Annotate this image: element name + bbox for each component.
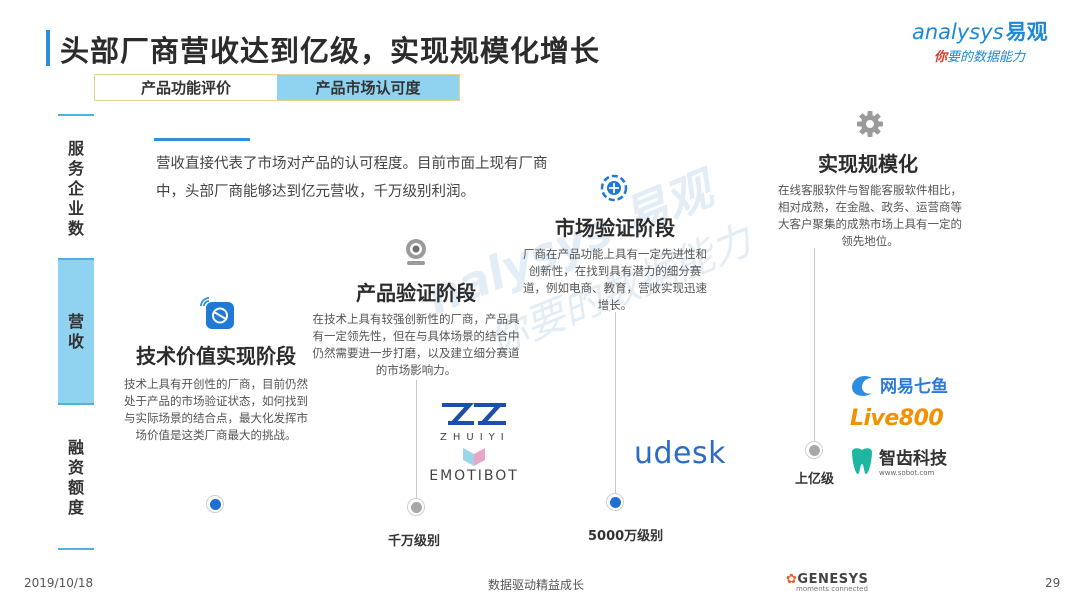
sidebar-divider [58, 114, 94, 116]
gear-icon [856, 110, 884, 142]
intro-text: 营收直接代表了市场对产品的认可程度。目前市面上现有厂商中，头部厂商能够达到亿元营… [156, 156, 548, 200]
sidebar-item-revenue[interactable]: 营 收 [58, 260, 94, 403]
stage-1-desc: 技术上具有开创性的厂商，目前仍然处于产品的市场验证状态，如何找到与实际场景的结合… [124, 377, 308, 442]
logo-slogan-2: 要的数据能力 [947, 50, 1026, 65]
zhuiyi-text: ZHUIYI [440, 432, 510, 443]
stage-2-desc: 在技术上具有较强创新性的厂商，产品具有一定领先性，但在与具体场景的结合中仍然需要… [312, 312, 520, 377]
genesys-text: GENESYS [797, 572, 869, 587]
zhuiyi-logo: ZHUIYI [440, 402, 510, 443]
zhichi-text: 智齿科技 [879, 449, 947, 469]
logo-slogan-1: 你 [934, 50, 948, 65]
stage-1-dot [206, 495, 224, 513]
sidebar-divider [58, 258, 94, 260]
page-title: 头部厂商营收达到亿级，实现规模化增长 [60, 34, 601, 68]
emotibot-text: EMOTIBOT [429, 468, 519, 484]
sidebar-item-financing[interactable]: 融 资 额 度 [67, 438, 84, 517]
live800-logo: Live800 [850, 406, 944, 431]
page-number: 29 [1045, 576, 1061, 590]
stage-4-dot [805, 441, 823, 459]
stage-2-scale: 千万级别 [388, 534, 441, 549]
zhichi-url: www.sobot.com [879, 469, 935, 477]
footer-date: 2019/10/18 [24, 576, 94, 590]
zhichi-logo: 智齿科技 www.sobot.com [848, 444, 947, 477]
stage-4-line [814, 248, 815, 442]
stage-1-title: 技术价值实现阶段 [136, 344, 296, 368]
genesys-logo: ✿GENESYS moments connected [786, 572, 869, 593]
emotibot-logo: EMOTIBOT [428, 446, 520, 484]
stage-3-desc: 厂商在产品功能上具有一定先进性和创新性，在找到具有潜力的细分赛道，例如电商、教育… [523, 247, 707, 312]
tab-product-function[interactable]: 产品功能评价 [140, 79, 231, 97]
title-accent-bar [46, 30, 50, 66]
netease-qiyu-logo: 网易七鱼 [848, 372, 948, 397]
camera-icon [402, 237, 430, 271]
udesk-text: udesk [634, 436, 727, 471]
sidebar-divider [58, 548, 94, 550]
live800-text: Live800 [850, 406, 944, 431]
sidebar-divider [58, 403, 94, 405]
sidebar-item-clients[interactable]: 服 务 企 业 数 [67, 139, 84, 238]
netease-qiyu-text: 网易七鱼 [880, 377, 948, 397]
target-icon [600, 174, 628, 206]
intro-accent-line [154, 138, 250, 141]
stage-2-line [416, 380, 417, 498]
stage-2-dot [407, 498, 425, 516]
tab-bar: 产品功能评价 产品市场认可度 [94, 74, 460, 101]
footer-slogan: 数据驱动精益成长 [488, 578, 585, 592]
stage-3-line [615, 312, 616, 494]
stage-4-title: 实现规模化 [818, 152, 918, 176]
logo-en: analysys [912, 20, 1004, 44]
stage-3-title: 市场验证阶段 [555, 216, 675, 240]
udesk-logo: udesk [634, 436, 726, 471]
stage-4-desc: 在线客服软件与智能客服软件相比，相对成熟，在金融、政务、运营商等大客户聚集的成熟… [778, 183, 962, 248]
stage-4-scale: 上亿级 [795, 472, 835, 487]
stage-3-dot [606, 493, 624, 511]
stage-2-title: 产品验证阶段 [356, 281, 476, 305]
analysys-logo: analysys易观 你要的数据能力 [912, 16, 1062, 72]
tech-icon [200, 296, 240, 336]
tab-market-recognition[interactable]: 产品市场认可度 [277, 75, 459, 100]
logo-cn: 易观 [1005, 20, 1048, 44]
genesys-sub: moments connected [796, 585, 868, 593]
stage-3-scale: 5000万级别 [588, 529, 664, 544]
